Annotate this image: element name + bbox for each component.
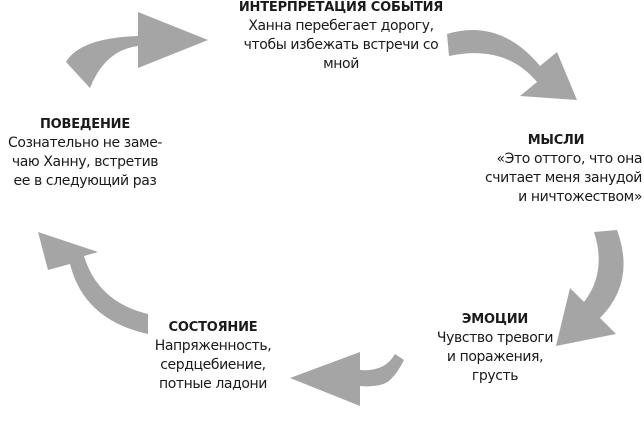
node-state: СОСТОЯНИЕ Напряженность, сердцебиение, п… (132, 318, 294, 394)
node-text: Сознательно не заме- чаю Ханну, встретив… (7, 135, 163, 189)
node-title: ИНТЕРПРЕТАЦИЯ СОБЫТИЯ (238, 0, 444, 15)
node-title: ЭМОЦИИ (461, 312, 529, 327)
node-title: СОСТОЯНИЕ (168, 320, 258, 335)
node-text: Чувство тревоги и поражения, грусть (436, 330, 554, 384)
arrow-state-to-behavior (38, 232, 148, 334)
arrow-behavior-to-event (66, 12, 208, 88)
node-behavior: ПОВЕДЕНИЕ Сознательно не заме- чаю Ханну… (0, 115, 174, 191)
node-event-interpretation: ИНТЕРПРЕТАЦИЯ СОБЫТИЯ Ханна перебегает д… (196, 0, 486, 74)
node-text: «Это оттого, что она считает меня занудо… (484, 151, 642, 205)
node-title: МЫСЛИ (527, 133, 585, 148)
node-emotions: ЭМОЦИИ Чувство тревоги и поражения, грус… (405, 310, 585, 386)
node-text: Ханна перебегает дорогу, чтобы избежать … (243, 18, 439, 72)
arrow-thoughts-to-emotions (556, 230, 624, 346)
node-title: ПОВЕДЕНИЕ (39, 117, 131, 132)
node-thoughts: МЫСЛИ «Это оттого, что она считает меня … (470, 131, 642, 207)
node-text: Напряженность, сердцебиение, потные ладо… (154, 338, 272, 392)
arrow-emotions-to-state (290, 352, 404, 406)
arrow-event-to-thoughts (447, 30, 577, 100)
